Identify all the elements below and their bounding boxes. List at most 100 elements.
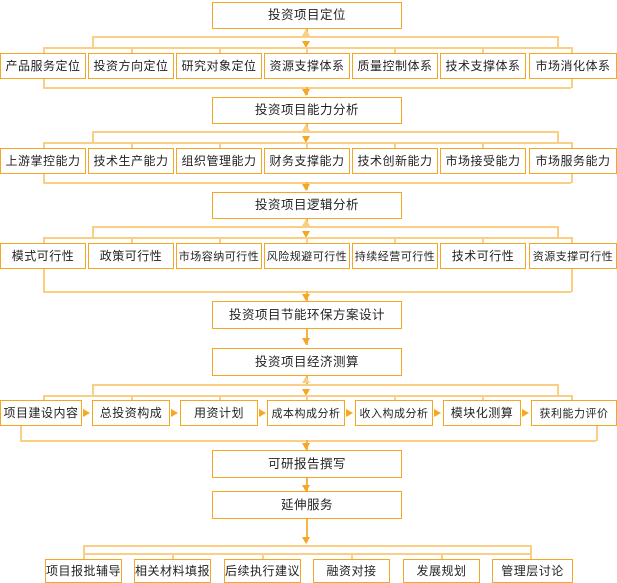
node-economics-0[interactable]: 项目建设内容 [0,400,82,426]
connector-h5-arrow-down [302,389,310,396]
node-economics-4[interactable]: 收入构成分析 [355,400,433,426]
bus-row3-left-riser [92,226,94,238]
drop-row3-g [571,237,573,244]
header-node-capability[interactable]: 投资项目能力分析 [212,97,402,124]
drop-row1-f [482,47,484,54]
drop-row1-c [219,47,221,54]
riser-row2-left [43,174,45,183]
arrow-row4-h6 [302,443,310,450]
node-capability-6[interactable]: 市场服务能力 [529,148,617,174]
drop-row3-d [306,237,308,244]
bus-row4 [92,384,558,386]
header-node-positioning[interactable]: 投资项目定位 [212,2,402,29]
connector-h1-arrow-up [302,29,310,36]
node-extended-1[interactable]: 相关材料填报 [134,559,211,583]
node-positioning-4[interactable]: 质量控制体系 [352,53,438,79]
bus-row3-right-riser [557,226,559,238]
node-positioning-3[interactable]: 资源支撑体系 [264,53,350,79]
node-capability-1[interactable]: 技术生产能力 [88,148,174,174]
node-capability-4[interactable]: 技术创新能力 [352,148,438,174]
drop-row3-a [43,237,45,244]
node-capability-5[interactable]: 市场接受能力 [440,148,526,174]
drop-row4-f [482,395,484,401]
riser-row4-right [596,426,598,441]
arrow-h6-h7 [302,485,310,492]
drop-row4-d [306,395,308,401]
riser-row3-right [571,269,573,292]
drop-row4-c [219,395,221,401]
drop-last-a [83,553,85,560]
arrow-economics-1-2 [171,409,178,417]
riser-row3-left [43,269,45,292]
bus-row2-left-riser [92,131,94,143]
node-feasibility-3[interactable]: 风险规避可行性 [264,243,350,269]
drop-last-b [172,553,174,560]
bus-last-row-inner [83,553,531,555]
node-economics-3[interactable]: 成本构成分析 [267,400,345,426]
node-positioning-1[interactable]: 投资方向定位 [88,53,174,79]
drop-row4-e [394,395,396,401]
drop-row2-f [482,142,484,149]
drop-row1-d [306,47,308,54]
arrow-economics-0-1 [83,409,90,417]
node-extended-4[interactable]: 发展规划 [403,559,480,583]
header-node-logic[interactable]: 投资项目逻辑分析 [212,192,402,219]
node-economics-1[interactable]: 总投资构成 [92,400,170,426]
drop-row2-b [131,142,133,149]
bus-row1-left-riser [92,36,94,48]
node-capability-3[interactable]: 财务支撑能力 [264,148,350,174]
bus-row1-right-riser [557,36,559,48]
node-extended-0[interactable]: 项目报批辅导 [45,559,122,583]
node-positioning-2[interactable]: 研究对象定位 [176,53,262,79]
connector-h3-arrow-up [302,219,310,226]
arrow-h7-down [302,537,310,544]
node-positioning-0[interactable]: 产品服务定位 [0,53,86,79]
node-extended-3[interactable]: 融资对接 [313,559,390,583]
node-feasibility-4[interactable]: 持续经营可行性 [352,243,438,269]
bus-row4-right-riser [557,384,559,396]
riser-row4-left [20,426,22,441]
drop-last-e [441,553,443,560]
drop-row4-a [43,395,45,401]
drop-row4-g [571,395,573,401]
node-feasibility-2[interactable]: 市场容纳可行性 [176,243,262,269]
header-node-economics[interactable]: 投资项目经济测算 [212,348,402,376]
drop-row1-g [571,47,573,54]
bus-row2 [92,131,558,133]
node-feasibility-0[interactable]: 模式可行性 [0,243,86,269]
drop-row2-g [571,142,573,149]
node-capability-2[interactable]: 组织管理能力 [176,148,262,174]
connector-h1-arrow-down [302,41,310,48]
node-extended-2[interactable]: 后续执行建议 [224,559,301,583]
connector-h2-arrow-up [302,124,310,131]
drop-row2-a [43,142,45,149]
arrow-economics-3-4 [346,409,353,417]
arrow-economics-4-5 [434,409,441,417]
drop-row2-e [394,142,396,149]
node-positioning-6[interactable]: 市场消化体系 [529,53,617,79]
node-economics-6[interactable]: 获利能力评价 [531,400,617,426]
node-positioning-5[interactable]: 技术支撑体系 [440,53,526,79]
drop-row2-d [306,142,308,149]
bus-row2-right-riser [557,131,559,143]
node-feasibility-5[interactable]: 技术可行性 [440,243,526,269]
node-economics-2[interactable]: 用资计划 [180,400,258,426]
drop-last-f [530,553,532,560]
node-extended-5[interactable]: 管理层讨论 [492,559,573,583]
arrow-economics-2-3 [259,409,266,417]
header-node-extended-services[interactable]: 延伸服务 [212,491,402,519]
arrow-economics-5-6 [522,409,529,417]
drop-row2-c [219,142,221,149]
header-node-report[interactable]: 可研报告撰写 [212,450,402,478]
node-feasibility-1[interactable]: 政策可行性 [88,243,174,269]
arrow-row2-h3 [302,184,310,191]
header-node-energy-plan[interactable]: 投资项目节能环保方案设计 [212,301,402,329]
drop-row3-f [482,237,484,244]
node-economics-5[interactable]: 模块化测算 [443,400,521,426]
drop-row1-b [131,47,133,54]
bus-last-left-riser [83,545,85,554]
drop-row3-b [131,237,133,244]
drop-row3-e [394,237,396,244]
node-feasibility-6[interactable]: 资源支撑可行性 [529,243,617,269]
node-capability-0[interactable]: 上游掌控能力 [0,148,86,174]
